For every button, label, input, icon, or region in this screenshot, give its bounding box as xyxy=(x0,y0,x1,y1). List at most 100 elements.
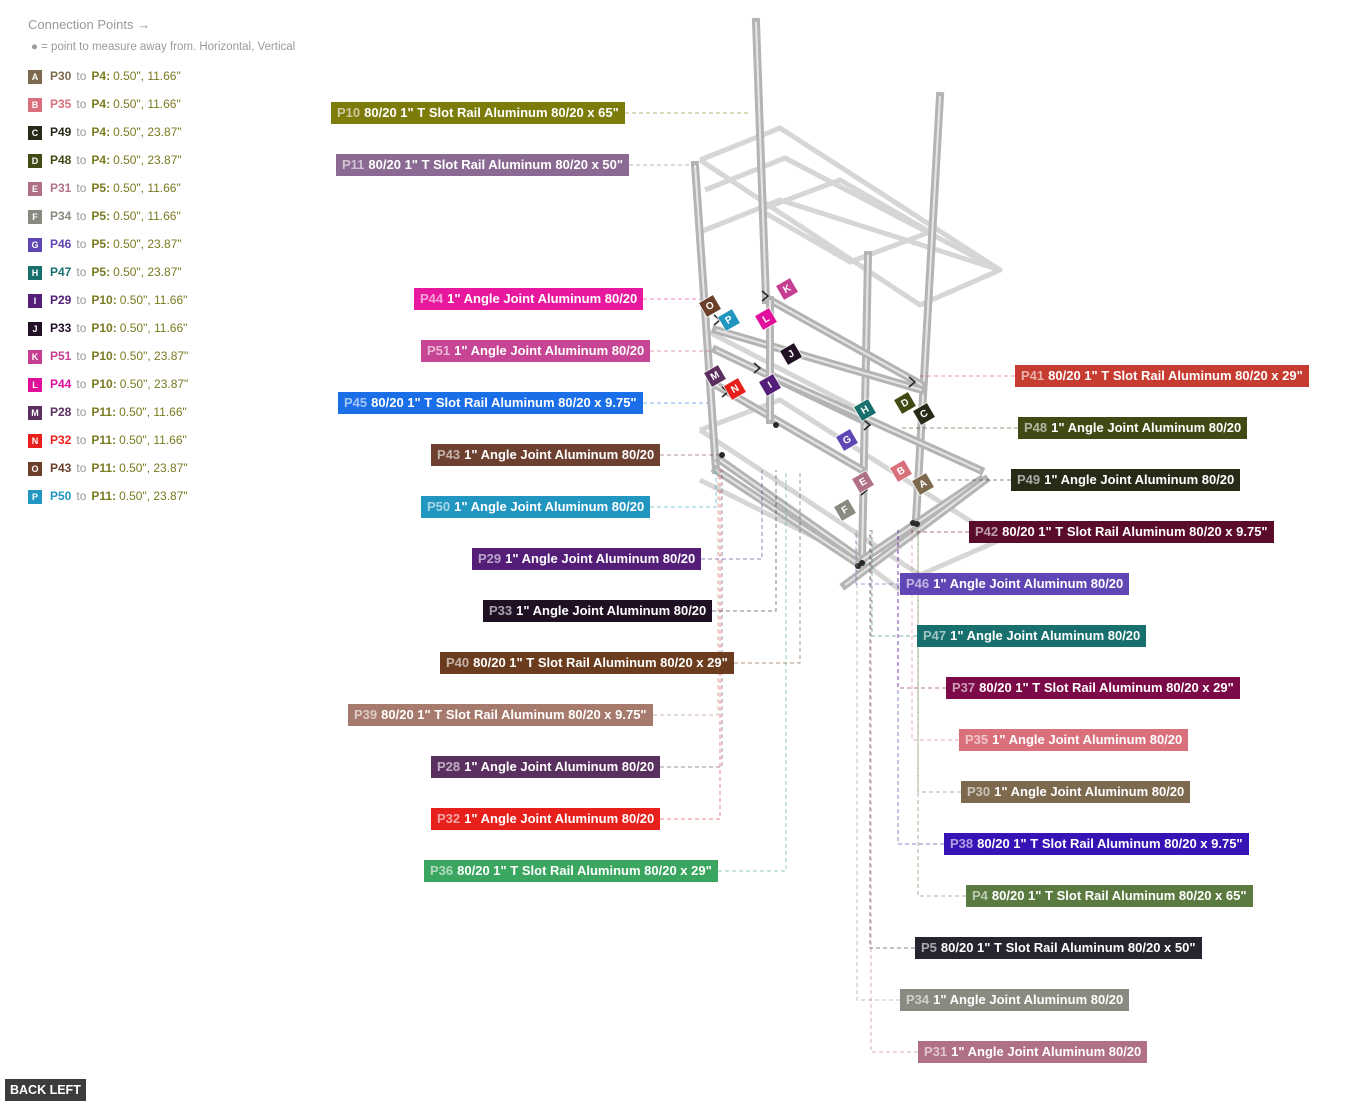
part-id: P38 xyxy=(950,836,974,851)
part-id: P34 xyxy=(906,992,930,1007)
leader-line-p32 xyxy=(660,470,721,820)
leader-line-p31 xyxy=(870,530,918,1053)
leader-line-p35 xyxy=(911,530,959,741)
part-name: 1" Angle Joint Aluminum 80/20 xyxy=(933,992,1124,1007)
part-id: P36 xyxy=(430,863,454,878)
leader-line-p4 xyxy=(917,530,966,897)
back-left-button[interactable]: BACK LEFT xyxy=(5,1079,86,1101)
legend-to-word: to xyxy=(76,489,87,503)
legend-value: 0.50", 11.66" xyxy=(113,69,181,83)
frame-rail-highlight xyxy=(719,459,863,561)
legend-colon: : xyxy=(112,293,117,307)
frame-rail-highlight xyxy=(915,95,941,521)
legend-value: 0.50", 23.87" xyxy=(119,349,189,363)
part-name: 1" Angle Joint Aluminum 80/20 xyxy=(447,291,638,306)
legend-note: ● = point to measure away from. Horizont… xyxy=(31,41,296,53)
part-id: P48 xyxy=(1024,420,1048,435)
legend-value: 0.50", 11.66" xyxy=(113,209,181,223)
part-name: 1" Angle Joint Aluminum 80/20 xyxy=(454,499,645,514)
part-name: 80/20 1" T Slot Rail Aluminum 80/20 x 29… xyxy=(979,680,1234,695)
legend-to-word: to xyxy=(76,237,87,251)
part-name: 80/20 1" T Slot Rail Aluminum 80/20 x 65… xyxy=(364,105,619,120)
legend-letter: C xyxy=(28,126,42,140)
legend-from: P33 xyxy=(50,321,72,335)
frame-rail-highlight xyxy=(844,479,986,586)
legend-letter: N xyxy=(28,434,42,448)
part-name: 80/20 1" T Slot Rail Aluminum 80/20 x 9.… xyxy=(381,707,647,722)
part-name: 80/20 1" T Slot Rail Aluminum 80/20 x 29… xyxy=(473,655,728,670)
legend-to: P4 xyxy=(91,125,107,139)
part-id: P30 xyxy=(967,784,991,799)
leader-line-p46 xyxy=(855,530,900,585)
part-id: P42 xyxy=(975,524,999,539)
part-id: P11 xyxy=(342,157,365,172)
part-name: 1" Angle Joint Aluminum 80/20 xyxy=(1051,420,1242,435)
part-name: 1" Angle Joint Aluminum 80/20 xyxy=(516,603,707,618)
part-id: P29 xyxy=(478,551,502,566)
frame-rail-highlight xyxy=(755,21,767,301)
legend-to: P10 xyxy=(91,321,113,335)
legend-colon: : xyxy=(106,153,111,167)
part-name: 80/20 1" T Slot Rail Aluminum 80/20 x 9.… xyxy=(977,836,1243,851)
connection-points-title: Connection Points → xyxy=(28,17,151,32)
legend-from: P28 xyxy=(50,405,72,419)
leader-line-p30 xyxy=(917,530,961,793)
part-id: P28 xyxy=(437,759,461,774)
joint-arrow xyxy=(753,362,762,374)
part-id: P44 xyxy=(420,291,444,306)
legend-to: P11 xyxy=(91,461,113,475)
legend-letter: D xyxy=(28,154,42,168)
legend-from: P46 xyxy=(50,237,72,251)
legend-value: 0.50", 23.87" xyxy=(113,265,182,279)
leader-lines xyxy=(625,112,1018,1053)
part-name: 1" Angle Joint Aluminum 80/20 xyxy=(454,343,645,358)
frame-rail-highlight xyxy=(715,384,863,471)
part-name: 80/20 1" T Slot Rail Aluminum 80/20 x 29… xyxy=(1048,368,1303,383)
legend-to-word: to xyxy=(76,209,87,223)
legend-value: 0.50", 11.66" xyxy=(119,433,187,447)
frame-panel xyxy=(699,197,1003,308)
legend-to: P10 xyxy=(91,377,113,391)
legend-colon: : xyxy=(106,209,111,223)
legend-value: 0.50", 11.66" xyxy=(113,97,181,111)
part-id: P46 xyxy=(906,576,930,591)
part-id: P39 xyxy=(354,707,378,722)
legend-colon: : xyxy=(112,489,117,503)
legend-value: 0.50", 11.66" xyxy=(113,181,181,195)
legend-to-word: to xyxy=(76,433,87,447)
joint-arrow xyxy=(863,419,872,431)
